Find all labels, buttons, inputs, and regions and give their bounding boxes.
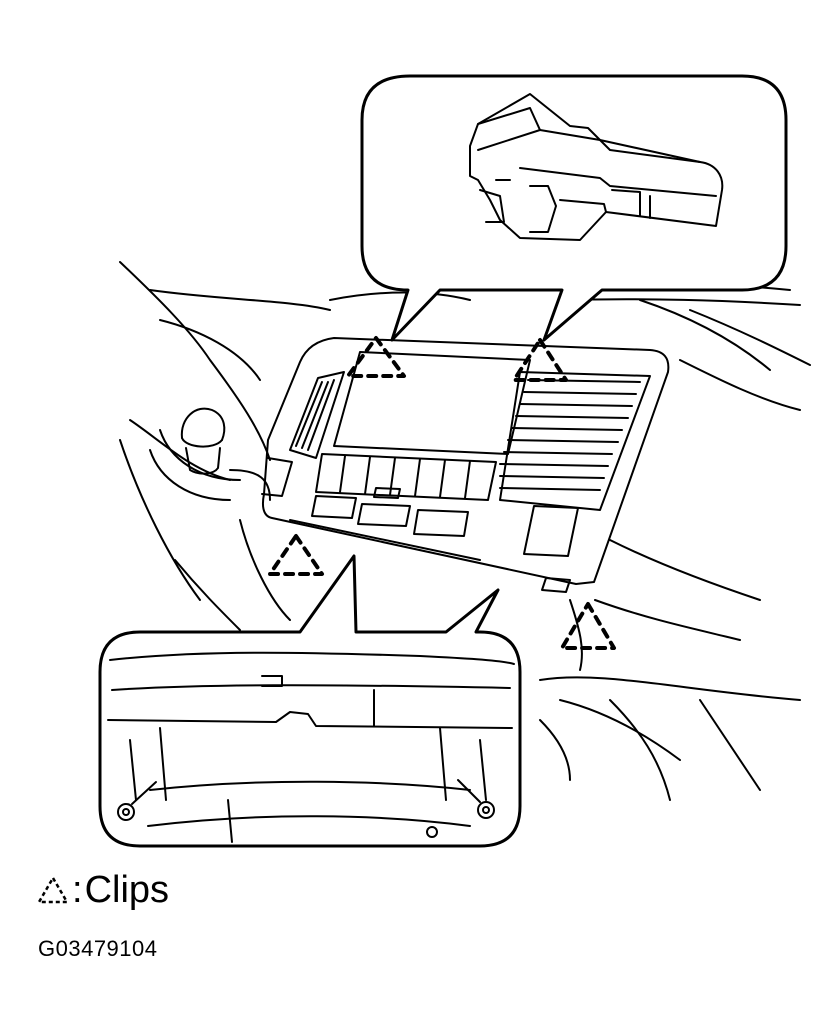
clip-markers: [268, 336, 616, 650]
bolt-detail-inset: [98, 554, 522, 848]
shift-knob: [149, 407, 241, 501]
dashed-triangle-icon: [36, 875, 70, 904]
clip-marker-top-right: [512, 338, 568, 382]
clip-marker-bottom-left: [268, 534, 324, 576]
clip-detail-inset: [360, 74, 788, 342]
figure-id: G03479104: [38, 936, 158, 961]
legend: : Clips: [36, 866, 169, 914]
center-bezel-panel: [261, 337, 670, 593]
clip-marker-top-left: [346, 336, 406, 378]
dashboard-outline: [119, 261, 811, 801]
clip-marker-bottom-right: [560, 602, 616, 650]
legend-label: Clips: [84, 869, 170, 911]
legend-separator: :: [72, 869, 83, 911]
